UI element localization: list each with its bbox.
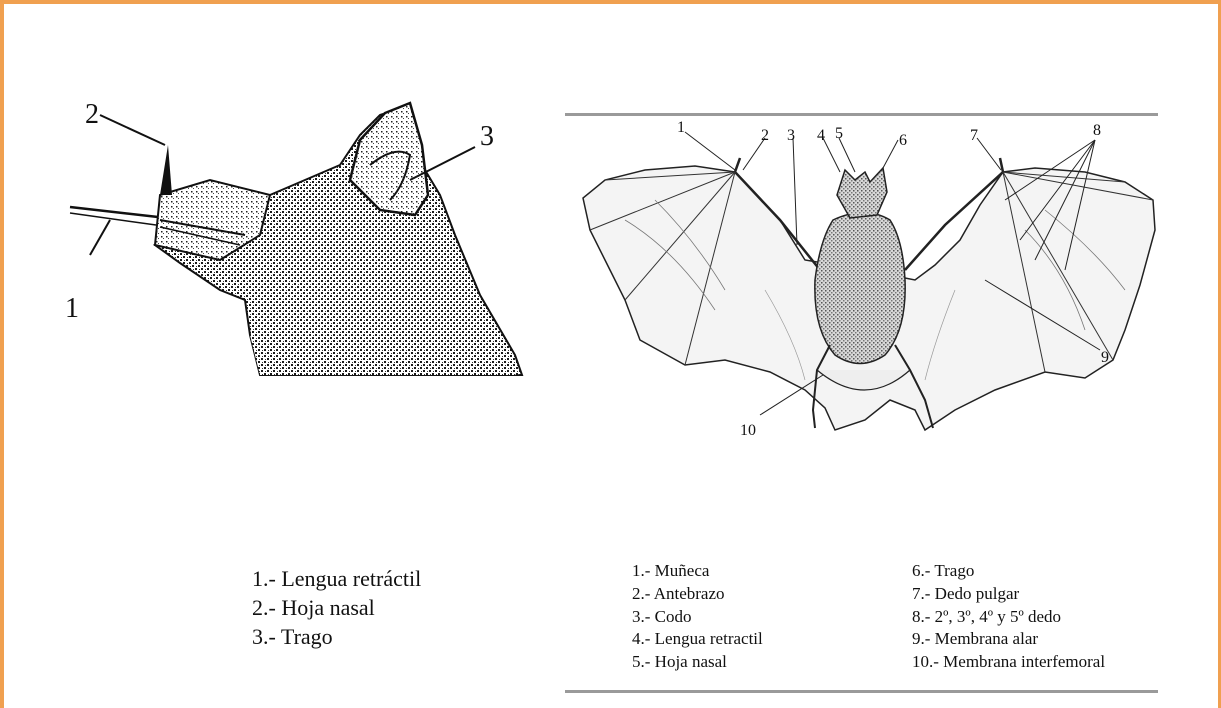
bat-callout-7: 7 xyxy=(970,127,978,144)
bat-legend-item: 3.- Codo xyxy=(632,606,763,629)
bat-legend-item: 8.- 2º, 3º, 4º y 5º dedo xyxy=(912,606,1105,629)
bat-callout-8: 8 xyxy=(1093,122,1101,139)
bat-legend-column-2: 6.- Trago 7.- Dedo pulgar 8.- 2º, 3º, 4º… xyxy=(912,560,1105,674)
head-callout-2: 2 xyxy=(85,99,99,130)
bat-callout-4: 4 xyxy=(817,127,825,144)
bat-callout-3: 3 xyxy=(787,127,795,144)
head-legend-item: 2.- Hoja nasal xyxy=(252,593,421,622)
bat-legend-item: 1.- Muñeca xyxy=(632,560,763,583)
bat-callout-1: 1 xyxy=(677,119,685,136)
bat-legend-item: 9.- Membrana alar xyxy=(912,628,1105,651)
head-callout-1: 1 xyxy=(65,293,79,324)
bat-legend-item: 4.- Lengua retractil xyxy=(632,628,763,651)
bat-legend-item: 6.- Trago xyxy=(912,560,1105,583)
bat-callout-2: 2 xyxy=(761,127,769,144)
bat-legend-item: 5.- Hoja nasal xyxy=(632,651,763,674)
head-legend-item: 1.- Lengua retráctil xyxy=(252,564,421,593)
bat-legend-item: 7.- Dedo pulgar xyxy=(912,583,1105,606)
bat-callout-10: 10 xyxy=(740,422,756,439)
bat-callout-6: 6 xyxy=(899,132,907,149)
bat-head-illustration: 1 2 3 xyxy=(60,85,525,380)
head-legend-item: 3.- Trago xyxy=(252,622,421,651)
bat-legend-item: 2.- Antebrazo xyxy=(632,583,763,606)
bat-callout-9: 9 xyxy=(1101,349,1109,366)
head-legend: 1.- Lengua retráctil 2.- Hoja nasal 3.- … xyxy=(252,564,421,651)
bat-wings-illustration: 1 2 3 4 5 6 7 8 9 10 xyxy=(565,110,1158,440)
bat-legend-column-1: 1.- Muñeca 2.- Antebrazo 3.- Codo 4.- Le… xyxy=(632,560,763,674)
bat-legend-item: 10.- Membrana interfemoral xyxy=(912,651,1105,674)
head-callout-3: 3 xyxy=(480,121,494,152)
bottom-rule xyxy=(565,690,1158,693)
bat-callout-5: 5 xyxy=(835,125,843,142)
